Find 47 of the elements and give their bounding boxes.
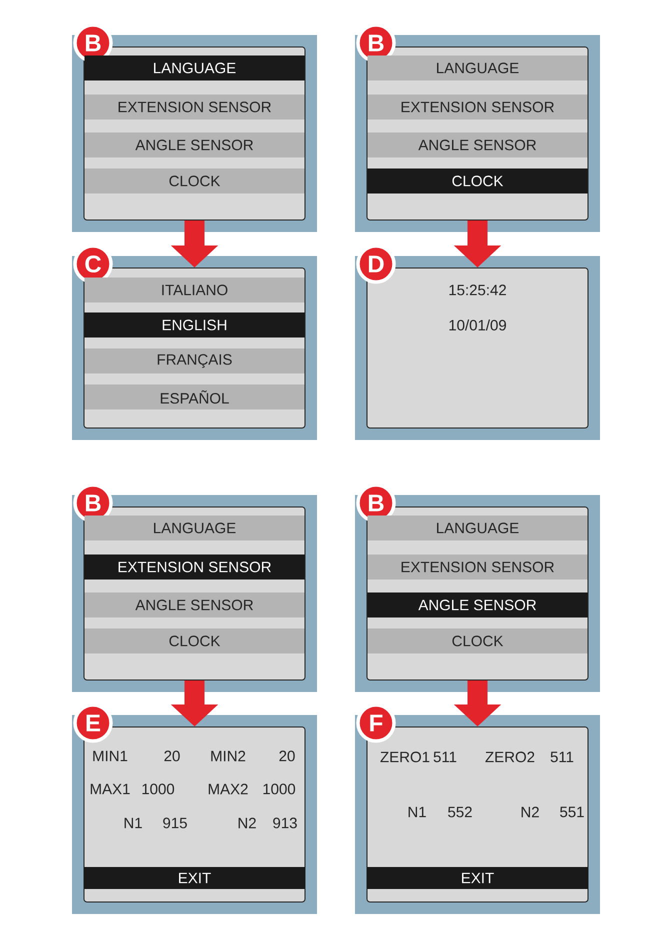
menu-row: ANGLE SENSOR: [84, 592, 304, 618]
menu-row: EXTENSION SENSOR: [84, 94, 304, 120]
display-value: 511: [550, 752, 574, 762]
menu-row: EXTENSION SENSOR: [84, 554, 304, 580]
menu-row: LANGUAGE: [368, 516, 588, 540]
display-value: 915: [163, 818, 187, 828]
menu-row: EXTENSION SENSOR: [368, 94, 588, 120]
exit-bar: EXIT: [367, 867, 588, 889]
menu-row: LANGUAGE: [84, 56, 304, 80]
menu-row: ANGLE SENSOR: [84, 132, 304, 158]
display-value: MIN1: [93, 750, 128, 762]
menu-row: LANGUAGE: [368, 56, 588, 80]
menu-row: ESPAÑOL: [84, 384, 304, 410]
display-value: 913: [273, 818, 297, 828]
menu-row: EXTENSION SENSOR: [368, 554, 588, 580]
menu-row: LANGUAGE: [84, 516, 304, 540]
display-value: N1: [124, 818, 142, 828]
display-value: 1000: [142, 784, 174, 794]
menu-row: ENGLISH: [84, 312, 304, 338]
display-value: MIN2: [211, 750, 246, 762]
display-value: 551: [560, 806, 584, 818]
display-value: 20: [279, 750, 295, 762]
display-value: 10/01/09: [449, 320, 506, 330]
step-badge: D: [356, 244, 396, 284]
display-value: N2: [238, 818, 256, 828]
menu-row: ANGLE SENSOR: [368, 592, 588, 618]
display-value: N1: [408, 806, 426, 818]
step-badge: E: [73, 703, 113, 743]
display-value: 20: [164, 750, 180, 762]
exit-bar: EXIT: [84, 867, 305, 889]
menu-row: CLOCK: [368, 168, 588, 194]
display-value: 15:25:42: [449, 284, 506, 296]
display-value: 552: [448, 806, 472, 818]
menu-row: CLOCK: [84, 628, 304, 654]
menu-row: ANGLE SENSOR: [368, 132, 588, 158]
display-value: 1000: [263, 784, 296, 794]
menu-row: ITALIANO: [84, 278, 304, 302]
step-badge: F: [356, 703, 396, 743]
display-value: ZERO2: [485, 752, 534, 762]
menu-row: FRANÇAIS: [84, 348, 304, 374]
display-value: N2: [522, 806, 539, 818]
menu-row: CLOCK: [368, 628, 588, 654]
display-value: 511: [434, 752, 456, 762]
display-value: MAX1: [90, 784, 130, 794]
display-value: ZERO1: [380, 752, 430, 762]
display-value: MAX2: [208, 784, 248, 794]
menu-row: CLOCK: [84, 168, 304, 194]
